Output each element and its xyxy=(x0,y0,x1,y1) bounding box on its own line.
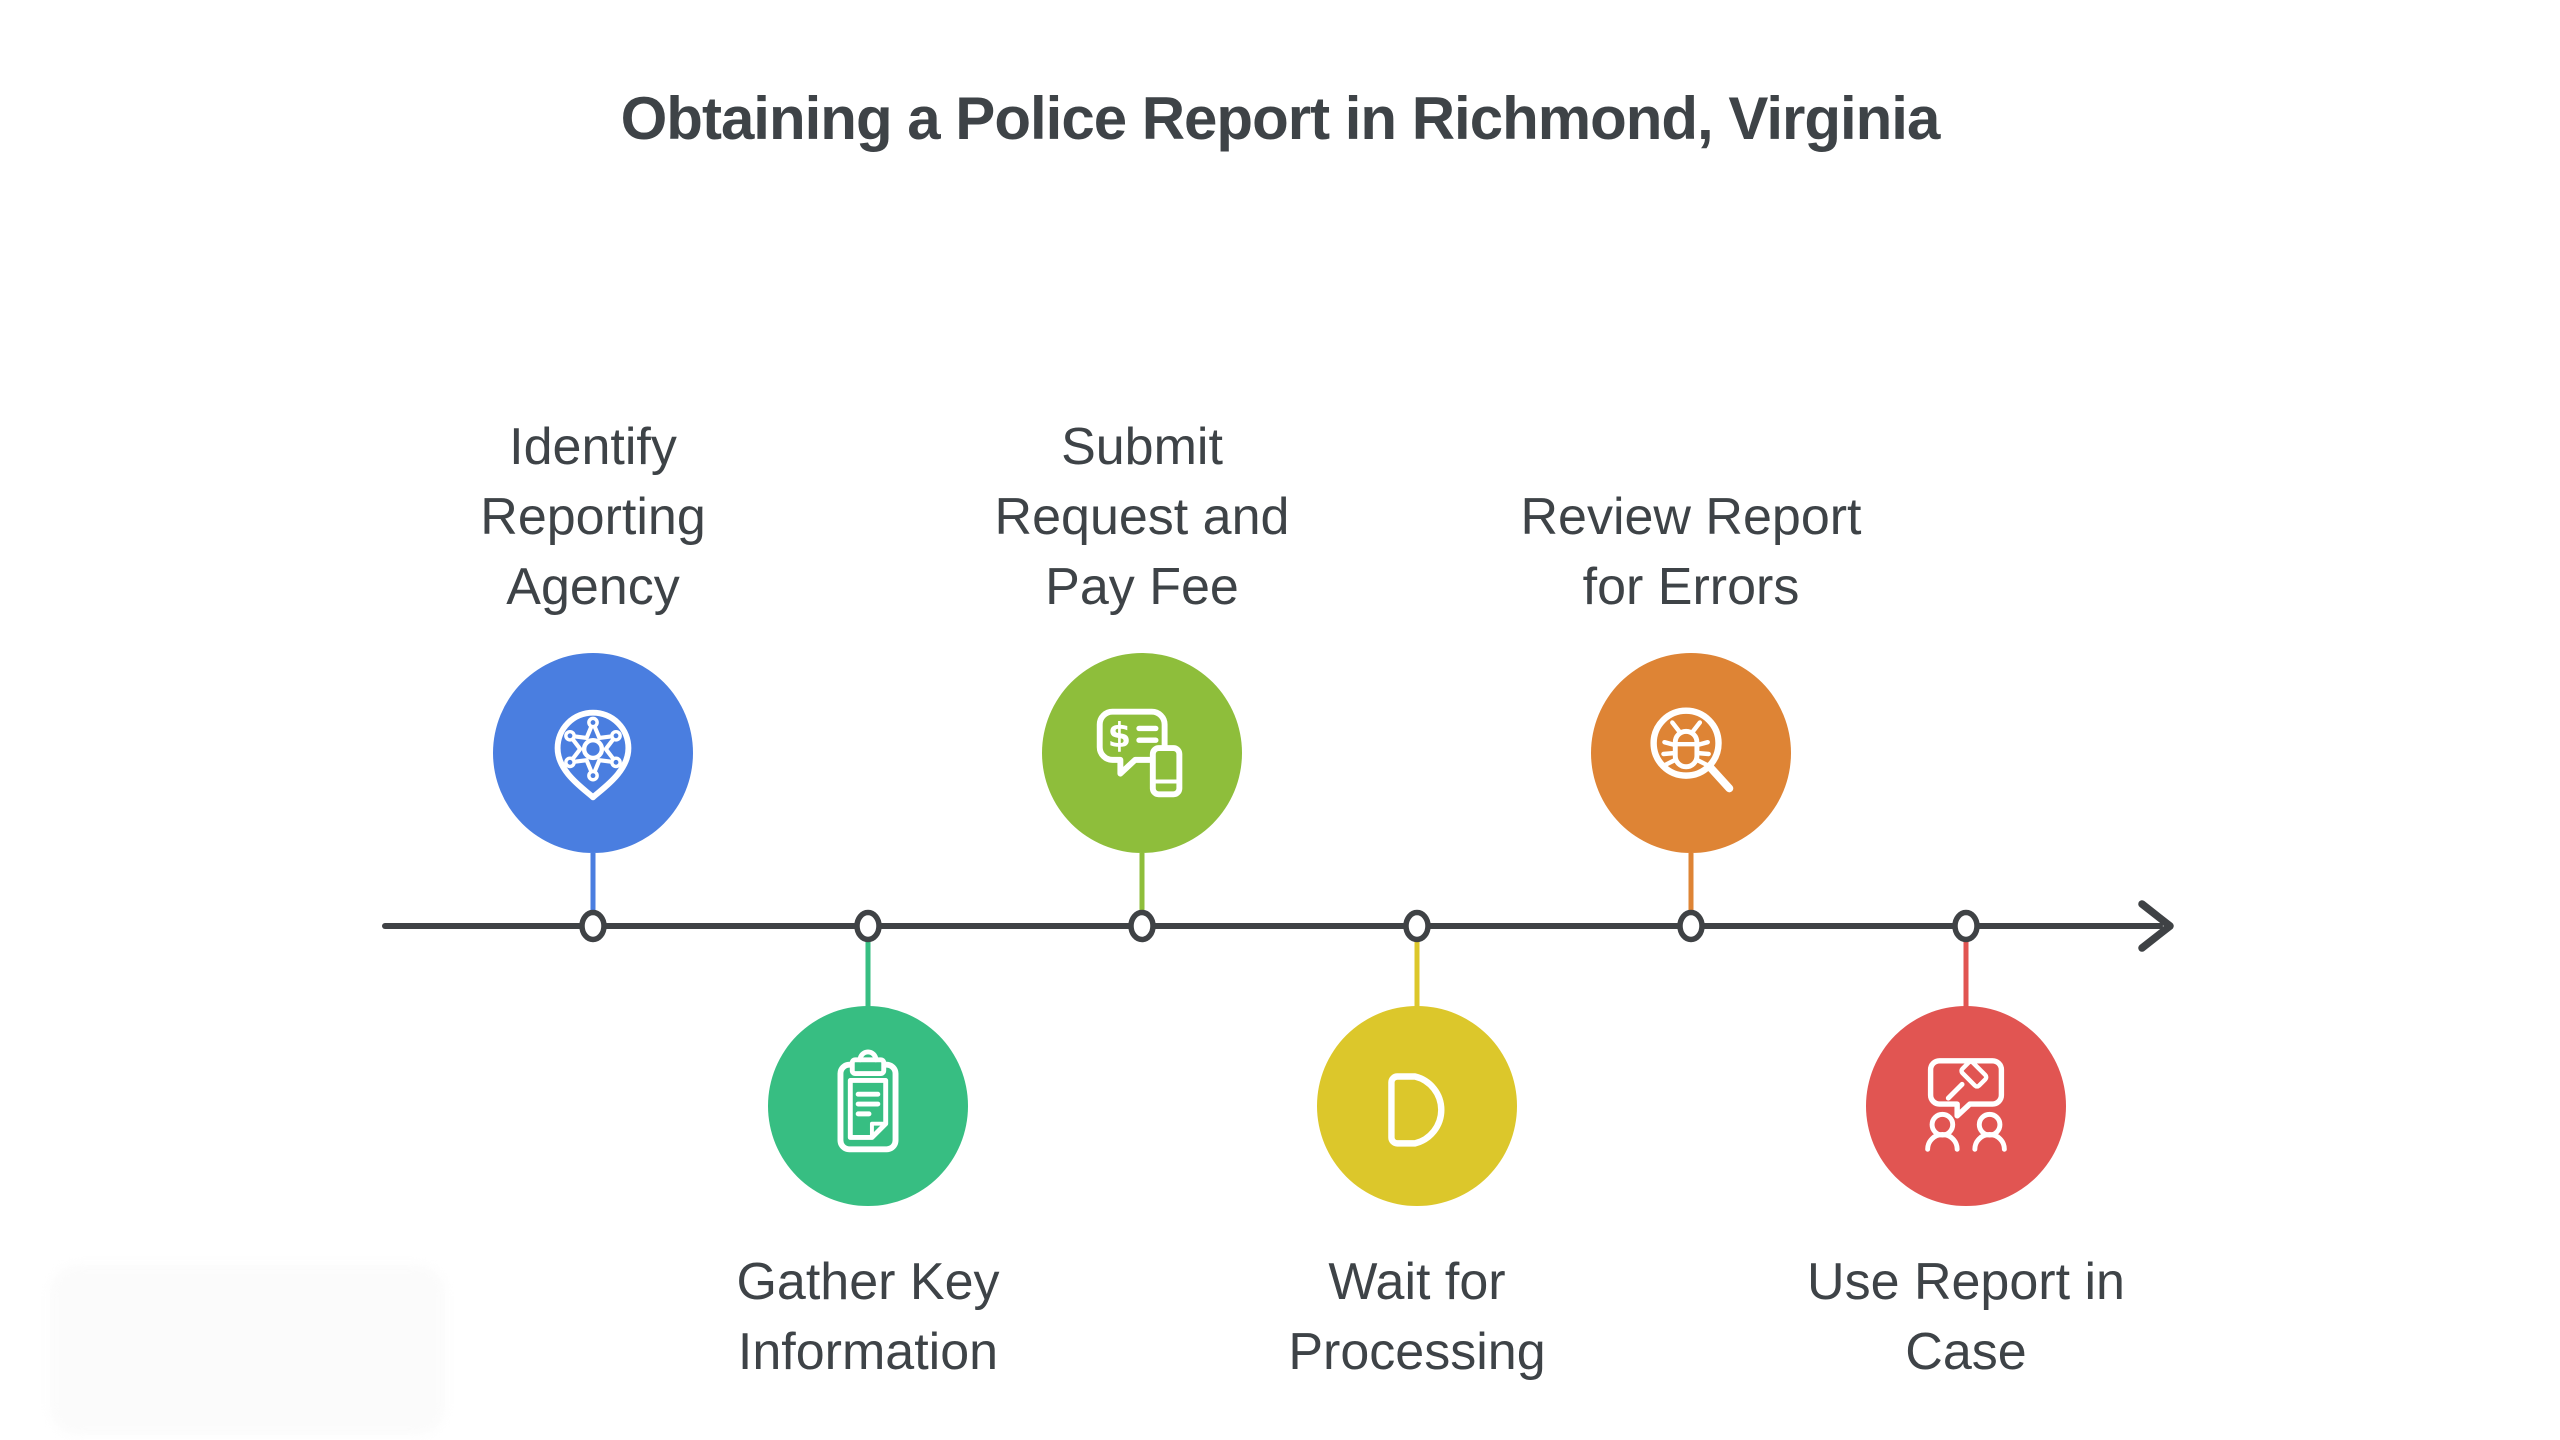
step-2-circle xyxy=(768,1006,968,1206)
watermark-smudge xyxy=(50,1265,445,1435)
timeline-dot-5 xyxy=(1677,909,1705,943)
step-6-circle xyxy=(1866,1006,2066,1206)
step-1-circle xyxy=(493,653,693,853)
gavel-people-icon xyxy=(1925,1058,2007,1152)
d-shape-icon xyxy=(1388,1073,1445,1147)
step-6-label: Use Report in Case xyxy=(1807,1253,2125,1381)
step-2-label: Gather Key Information xyxy=(736,1253,1000,1381)
timeline-dot-2 xyxy=(854,909,882,943)
bug-magnifier-icon xyxy=(1650,707,1734,793)
timeline-dot-4 xyxy=(1403,909,1431,943)
timeline-dot-6 xyxy=(1952,909,1980,943)
timeline-dot-3 xyxy=(1128,909,1156,943)
step-4-circle xyxy=(1317,1006,1517,1206)
sheriff-badge-pin-icon xyxy=(554,709,632,801)
money-chat-phone-icon: $ xyxy=(1096,708,1183,798)
clipboard-icon xyxy=(837,1049,899,1153)
svg-text:$: $ xyxy=(1108,716,1131,755)
step-4-label: Wait for Processing xyxy=(1288,1253,1546,1381)
timeline-dot-1 xyxy=(579,909,607,943)
page-title: Obtaining a Police Report in Richmond, V… xyxy=(620,85,1941,152)
arrow-right-icon xyxy=(2138,900,2174,952)
step-3-circle: $ xyxy=(1042,653,1242,853)
step-1-label: Identify Reporting Agency xyxy=(480,418,706,616)
step-5-label: Review Report for Errors xyxy=(1520,488,1862,616)
step-3-label: Submit Request and Pay Fee xyxy=(994,418,1290,616)
step-5-circle xyxy=(1591,653,1791,853)
